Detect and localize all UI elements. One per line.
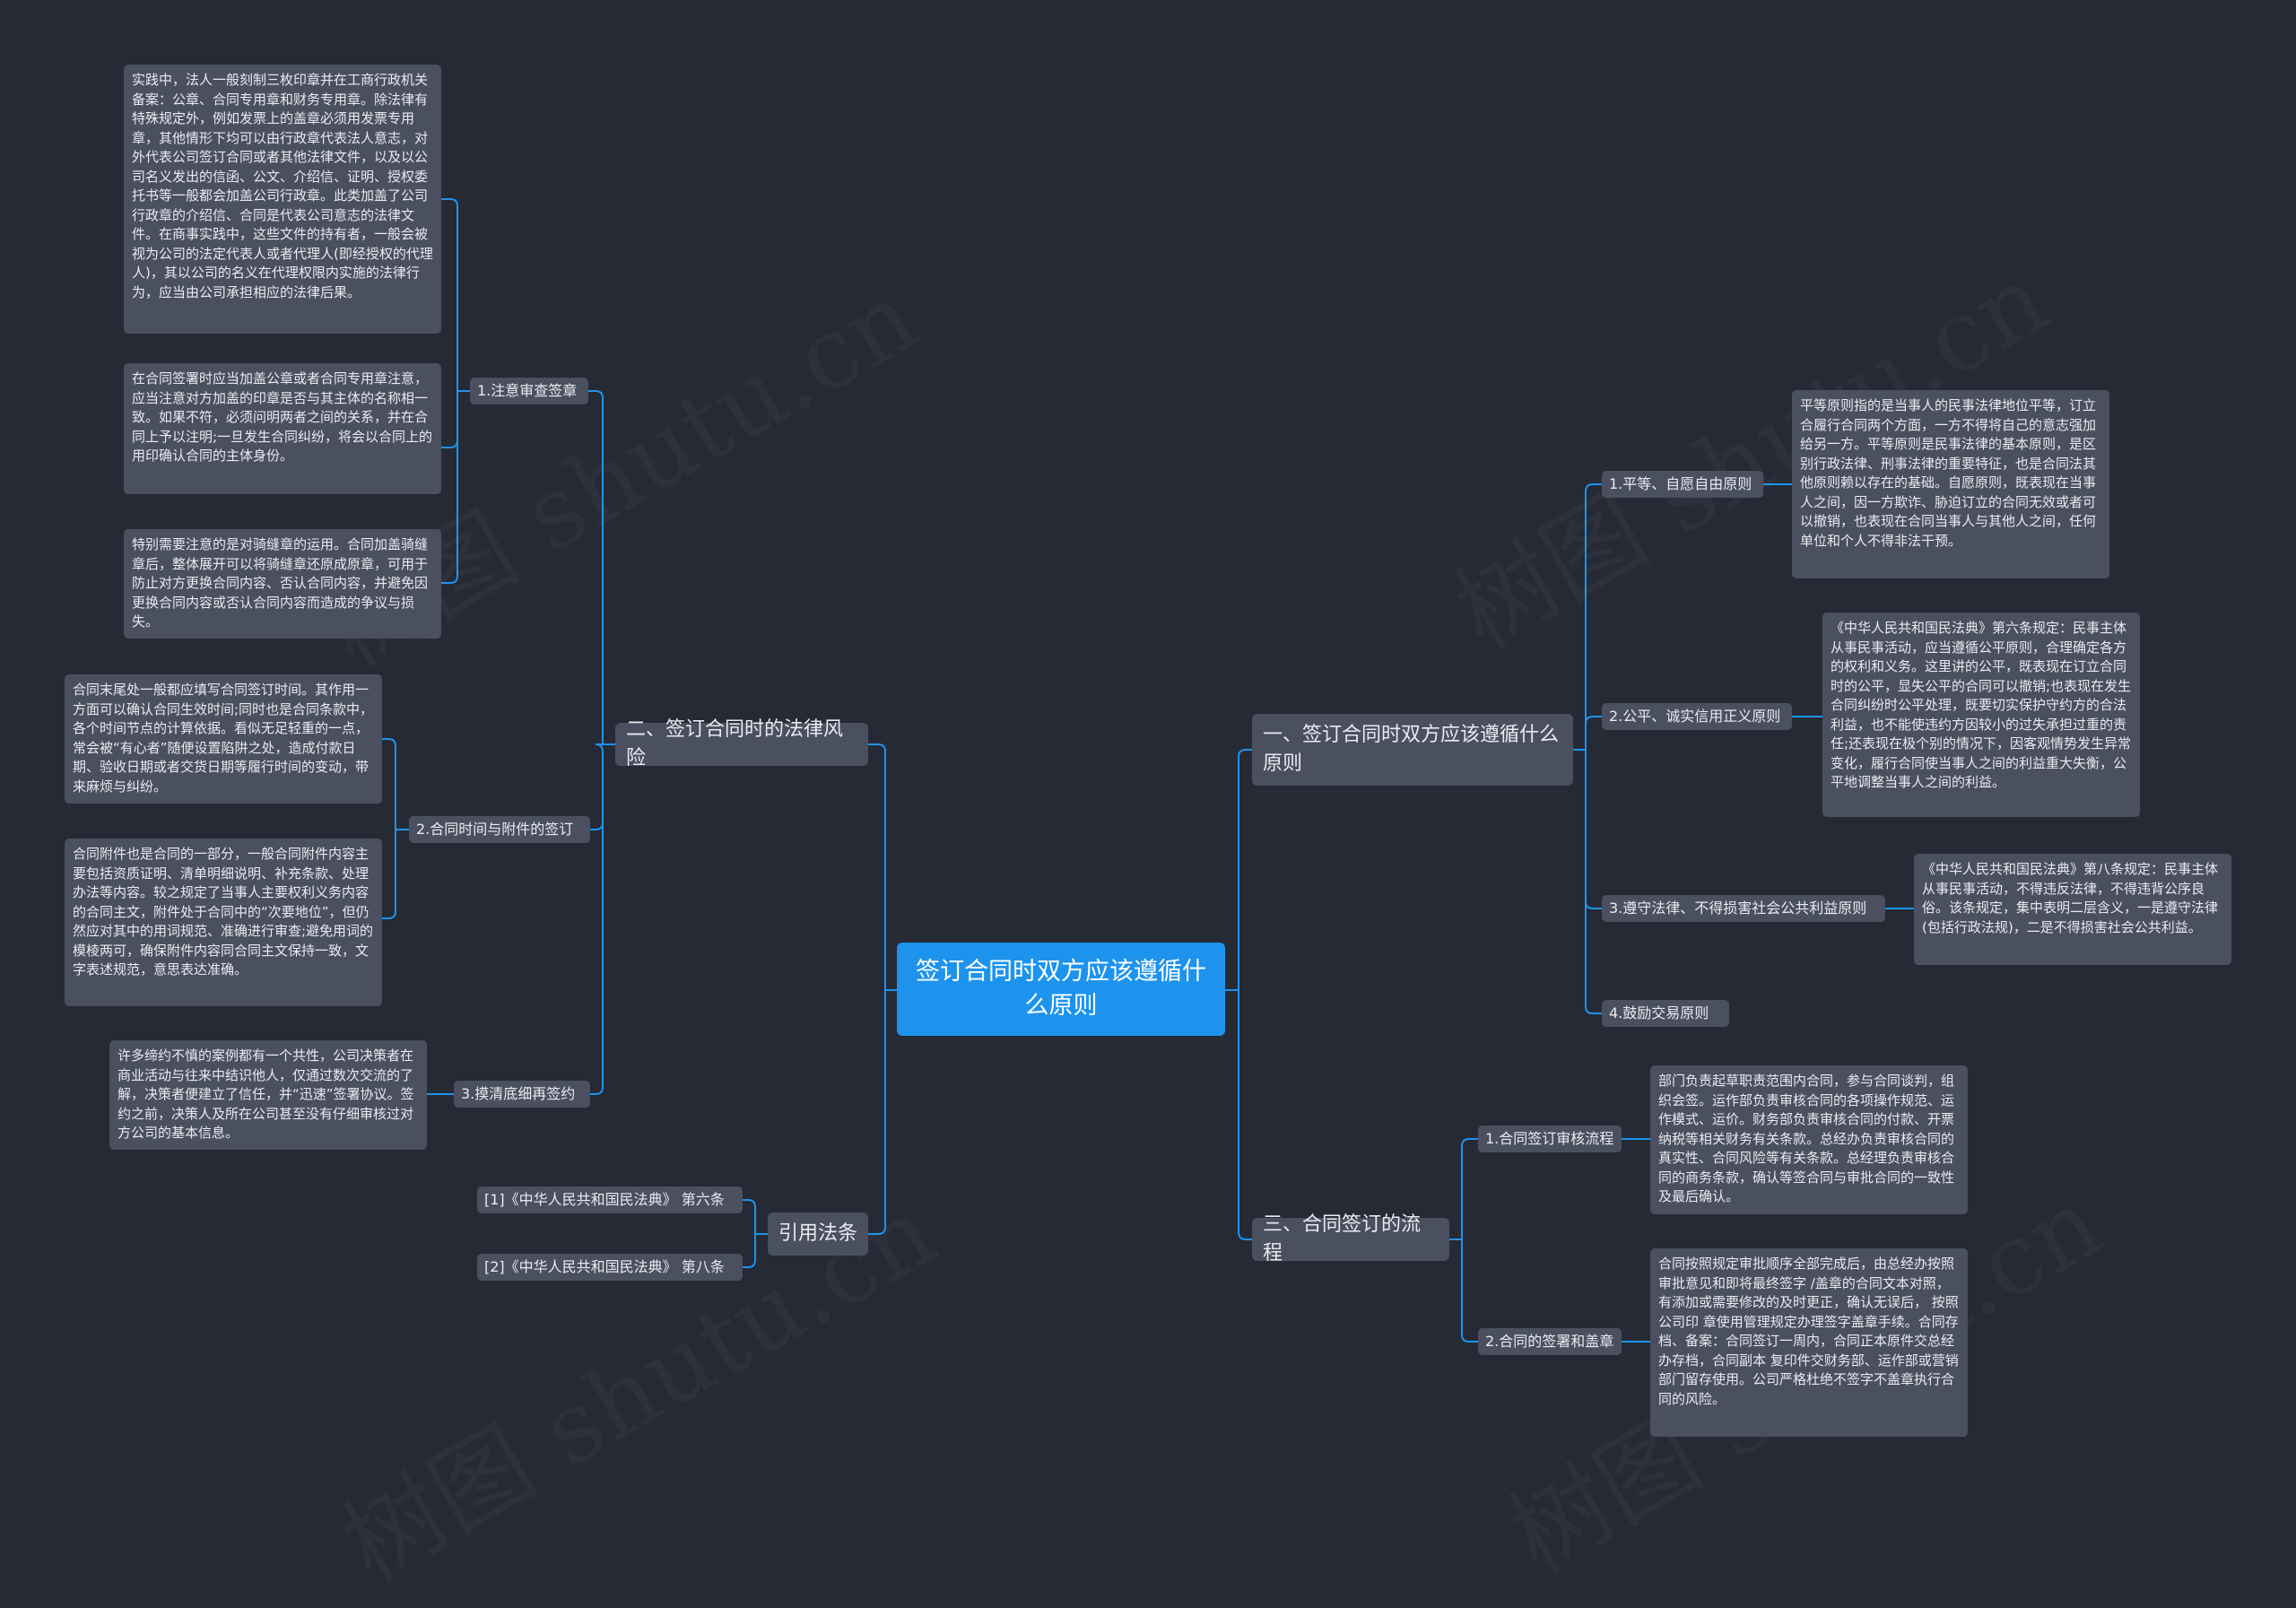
- leaf-note[interactable]: 平等原则指的是当事人的民事法律地位平等，订立合履行合同两个方面，一方不得将自己的…: [1792, 390, 2109, 578]
- subtopic-sign-and-seal[interactable]: 2.合同的签署和盖章: [1478, 1328, 1622, 1355]
- connector: [743, 1199, 768, 1235]
- connector: [441, 391, 458, 584]
- connector: [868, 990, 886, 1235]
- leaf-note[interactable]: 合同末尾处一般都应填写合同签订时间。其作用一方面可以确认合同生效时间;同时也是合…: [65, 674, 382, 804]
- connector: [382, 738, 409, 830]
- connector: [1238, 990, 1252, 1240]
- subtopic-label: 3.摸清底细再签约: [461, 1085, 576, 1102]
- leaf-text: 平等原则指的是当事人的民事法律地位平等，订立合履行合同两个方面，一方不得将自己的…: [1800, 397, 2097, 549]
- subtopic-obey-law[interactable]: 3.遵守法律、不得损害社会公共利益原则: [1602, 895, 1885, 922]
- subtopic-equality[interactable]: 1.平等、自愿自由原则: [1602, 471, 1763, 498]
- subtopic-review-seal[interactable]: 1.注意审查签章: [470, 378, 588, 404]
- leaf-note[interactable]: 实践中，法人一般刻制三枚印章并在工商行政机关备案：公章、合同专用章和财务专用章。…: [124, 65, 441, 334]
- leaf-note[interactable]: 合同附件也是合同的一部分，一般合同附件内容主要包括资质证明、清单明细说明、补充条…: [65, 839, 382, 1006]
- subtopic-label: 4.鼓励交易原则: [1609, 1004, 1709, 1021]
- law-reference-label: [2]《中华人民共和国民法典》 第八条: [484, 1258, 725, 1275]
- subtopic-time-attachment[interactable]: 2.合同时间与附件的签订: [409, 816, 590, 843]
- law-reference-label: [1]《中华人民共和国民法典》 第六条: [484, 1191, 725, 1208]
- subtopic-label: 3.遵守法律、不得损害社会公共利益原则: [1609, 900, 1867, 917]
- leaf-text: 《中华人民共和国民法典》第六条规定：民事主体从事民事活动，应当遵循公平原则，合理…: [1831, 620, 2132, 790]
- leaf-note[interactable]: 《中华人民共和国民法典》第八条规定：民事主体从事民事活动，不得违反法律，不得违背…: [1914, 854, 2231, 965]
- leaf-text: 部门负责起草职责范围内合同，参与合同谈判，组织会签。运作部负责审核合同的各项操作…: [1658, 1073, 1955, 1204]
- branch-signing-process[interactable]: 三、合同签订的流程: [1252, 1213, 1449, 1265]
- leaf-note[interactable]: 在合同签署时应当加盖公章或者合同专用章注意，应当注意对方加盖的印章是否与其主体的…: [124, 363, 441, 494]
- subtopic-label: 2.合同时间与附件的签订: [416, 821, 574, 838]
- mindmap-connectors: [382, 198, 1914, 1343]
- leaf-text: 在合同签署时应当加盖公章或者合同专用章注意，应当注意对方加盖的印章是否与其主体的…: [132, 370, 433, 464]
- branch-principles-label: 一、签订合同时双方应该遵循什么原则: [1263, 724, 1560, 775]
- leaf-text: 实践中，法人一般刻制三枚印章并在工商行政机关备案：公章、合同专用章和财务专用章。…: [132, 72, 433, 300]
- connector: [1225, 749, 1252, 991]
- connector: [1585, 716, 1602, 750]
- connector: [868, 743, 897, 991]
- leaf-note[interactable]: 许多缔约不慎的案例都有一个共性，公司决策者在商业活动与往来中结识他人，仅通过数次…: [109, 1040, 427, 1150]
- branch-cited-laws[interactable]: 引用法条: [768, 1213, 868, 1256]
- leaf-text: 《中华人民共和国民法典》第八条规定：民事主体从事民事活动，不得违反法律，不得违背…: [1922, 861, 2219, 935]
- connector: [382, 830, 396, 919]
- connector: [441, 198, 470, 392]
- connector: [1585, 901, 1602, 1014]
- leaf-text: 合同按照规定审批顺序全部完成后，由总经办按照审批意见和即将最终签字 /盖章的合同…: [1658, 1256, 1959, 1407]
- connector: [1449, 1138, 1478, 1240]
- leaf-note[interactable]: 合同按照规定审批顺序全部完成后，由总经办按照审批意见和即将最终签字 /盖章的合同…: [1650, 1248, 1968, 1437]
- connector: [590, 752, 604, 1095]
- leaf-note[interactable]: 《中华人民共和国民法典》第六条规定：民事主体从事民事活动，应当遵循公平原则，合理…: [1822, 613, 2140, 817]
- connector: [1573, 483, 1602, 751]
- leaf-text: 合同末尾处一般都应填写合同签订时间。其作用一方面可以确认合同生效时间;同时也是合…: [73, 682, 374, 795]
- connector: [588, 390, 615, 745]
- leaf-text: 特别需要注意的是对骑缝章的运用。合同加盖骑缝章后，整体展开可以将骑缝章还原成原章…: [132, 536, 429, 630]
- branch-cited-laws-label: 引用法条: [778, 1222, 858, 1245]
- connector: [590, 743, 604, 830]
- connector: [441, 391, 458, 448]
- leaf-text: 许多缔约不慎的案例都有一个共性，公司决策者在商业活动与往来中结识他人，仅通过数次…: [117, 1047, 414, 1141]
- subtopic-label: 2.公平、诚实信用正义原则: [1609, 708, 1781, 725]
- branch-legal-risk-label: 二、签订合同时的法律风险: [626, 718, 844, 769]
- leaf-text: 合同附件也是合同的一部分，一般合同附件内容主要包括资质证明、清单明细说明、补充条…: [73, 846, 374, 978]
- law-reference[interactable]: [2]《中华人民共和国民法典》 第八条: [477, 1254, 743, 1281]
- subtopic-encourage-trade[interactable]: 4.鼓励交易原则: [1602, 1000, 1729, 1027]
- subtopic-label: 2.合同的签署和盖章: [1485, 1333, 1614, 1350]
- branch-signing-process-label: 三、合同签订的流程: [1263, 1213, 1422, 1265]
- law-reference[interactable]: [1]《中华人民共和国民法典》 第六条: [477, 1186, 743, 1213]
- subtopic-label: 1.注意审查签章: [477, 382, 578, 399]
- root-topic[interactable]: 签订合同时双方应该遵循什么原则: [897, 943, 1225, 1036]
- branch-principles[interactable]: 一、签订合同时双方应该遵循什么原则: [1252, 714, 1573, 786]
- connector: [743, 1234, 756, 1268]
- subtopic-know-background[interactable]: 3.摸清底细再签约: [454, 1081, 590, 1108]
- subtopic-label: 1.平等、自愿自由原则: [1609, 475, 1752, 492]
- branch-legal-risk[interactable]: 二、签订合同时的法律风险: [615, 718, 868, 769]
- subtopic-label: 1.合同签订审核流程: [1485, 1130, 1614, 1147]
- connector: [1461, 1239, 1478, 1343]
- subtopic-review-process[interactable]: 1.合同签订审核流程: [1478, 1126, 1622, 1152]
- connector: [1585, 750, 1602, 909]
- leaf-note[interactable]: 部门负责起草职责范围内合同，参与合同谈判，组织会签。运作部负责审核合同的各项操作…: [1650, 1065, 1968, 1214]
- leaf-note[interactable]: 特别需要注意的是对骑缝章的运用。合同加盖骑缝章后，整体展开可以将骑缝章还原成原章…: [124, 529, 441, 639]
- subtopic-fairness[interactable]: 2.公平、诚实信用正义原则: [1602, 703, 1792, 730]
- root-topic-label: 签订合同时双方应该遵循什么原则: [916, 958, 1206, 1020]
